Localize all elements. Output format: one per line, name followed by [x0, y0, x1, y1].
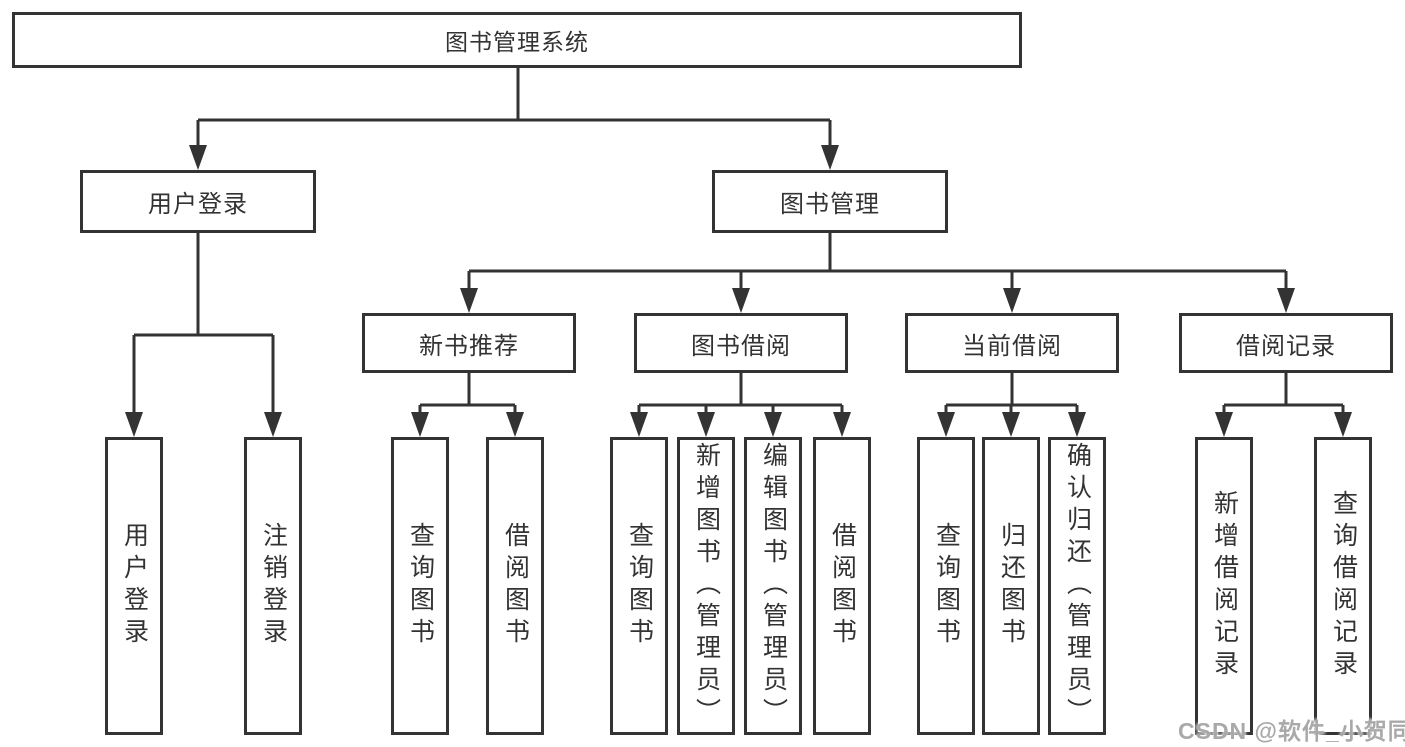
node-book-borrowing: 图书借阅 — [634, 313, 848, 373]
leaf-user-login: 用户登录 — [105, 437, 163, 735]
leaf-confirm-return-admin: 确认归还（管理员） — [1048, 437, 1106, 735]
leaf-edit-book-admin: 编辑图书（管理员） — [744, 437, 802, 735]
leaf-label: 查询图书 — [406, 522, 435, 650]
leaf-query-borrow-record: 查询借阅记录 — [1314, 437, 1372, 735]
leaf-label: 归还图书 — [997, 522, 1026, 650]
node-book-management: 图书管理 — [712, 170, 948, 233]
node-new-book-recommend: 新书推荐 — [362, 313, 576, 373]
leaf-label: 借阅图书 — [501, 522, 530, 650]
node-label: 新书推荐 — [419, 332, 519, 360]
connector-book-borrowing-to-leaves — [630, 373, 851, 437]
leaf-add-borrow-record: 新增借阅记录 — [1195, 437, 1253, 735]
leaf-label: 查询图书 — [625, 522, 654, 650]
leaf-borrow-books-borrowing: 借阅图书 — [813, 437, 871, 735]
leaf-label: 编辑图书（管理员） — [759, 442, 788, 730]
leaf-label: 查询借阅记录 — [1329, 490, 1358, 682]
node-label: 图书管理 — [780, 191, 880, 218]
connector-current-borrowing-to-leaves — [937, 373, 1086, 437]
leaf-logout: 注销登录 — [244, 437, 302, 735]
leaf-label: 用户登录 — [120, 522, 149, 650]
leaf-label: 注销登录 — [259, 522, 288, 650]
leaf-label: 确认归还（管理员） — [1063, 442, 1092, 730]
leaf-return-books: 归还图书 — [982, 437, 1040, 735]
node-label: 用户登录 — [148, 191, 248, 218]
leaf-query-books-current: 查询图书 — [917, 437, 975, 735]
node-label: 图书管理系统 — [445, 29, 589, 55]
connector-user-login-to-leaves — [125, 233, 282, 437]
leaf-query-books-recommend: 查询图书 — [391, 437, 449, 735]
leaf-borrow-books-recommend: 借阅图书 — [486, 437, 544, 735]
connector-root-to-level2 — [189, 68, 839, 170]
leaf-label: 新增借阅记录 — [1210, 490, 1239, 682]
csdn-watermark: CSDN @软件_小贺同学 — [1178, 718, 1405, 744]
leaf-add-book-admin: 新增图书（管理员） — [677, 437, 735, 735]
node-label: 图书借阅 — [691, 332, 791, 360]
connector-borrowing-records-to-leaves — [1215, 373, 1352, 437]
connector-new-book-recommend-to-leaves — [411, 373, 524, 437]
node-borrowing-records: 借阅记录 — [1179, 313, 1393, 373]
node-label: 借阅记录 — [1236, 332, 1336, 360]
connector-book-management-to-level3 — [460, 233, 1295, 313]
node-root-library-system: 图书管理系统 — [12, 12, 1022, 68]
leaf-label: 借阅图书 — [828, 522, 857, 650]
leaf-label: 新增图书（管理员） — [692, 442, 721, 730]
leaf-query-books-borrowing: 查询图书 — [610, 437, 668, 735]
node-current-borrowing: 当前借阅 — [905, 313, 1119, 373]
node-user-login: 用户登录 — [80, 170, 316, 233]
leaf-label: 查询图书 — [932, 522, 961, 650]
node-label: 当前借阅 — [962, 332, 1062, 360]
